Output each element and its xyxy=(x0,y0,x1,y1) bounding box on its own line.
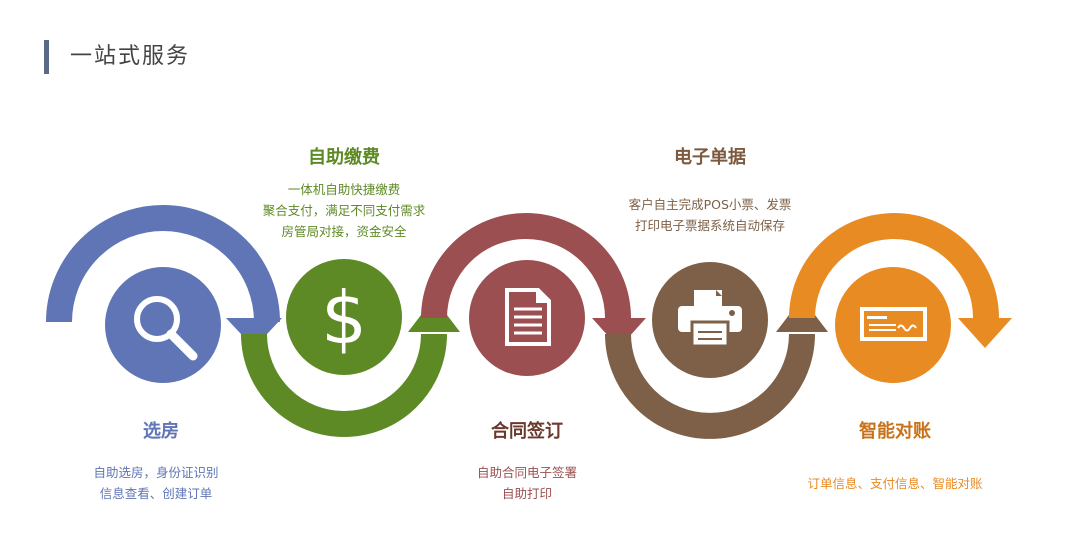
step-2-line-1: 一体机自助快捷缴费 xyxy=(287,182,401,197)
step-2-description: 一体机自助快捷缴费 聚合支付，满足不同支付需求 房管局对接，资金安全 xyxy=(224,179,464,242)
step-3-line-1: 自助合同电子签署 xyxy=(476,465,577,480)
step-1-description: 自助选房，身份证识别 信息查看、创建订单 xyxy=(36,462,276,504)
step-circle-1 xyxy=(105,267,221,383)
arc-arrow-3 xyxy=(421,213,646,348)
step-1-line-2: 信息查看、创建订单 xyxy=(99,486,213,501)
step-3-line-2: 自助打印 xyxy=(501,486,552,501)
step-1-line-1: 自助选房，身份证识别 xyxy=(93,465,219,480)
step-5-line-1: 订单信息、支付信息、智能对账 xyxy=(807,476,983,491)
step-circle-5 xyxy=(835,267,951,383)
printer-icon xyxy=(678,290,742,348)
step-3-title: 合同签订 xyxy=(491,421,563,442)
header-accent-bar xyxy=(44,40,49,74)
step-1-title: 选房 xyxy=(143,421,179,442)
step-circle-3 xyxy=(469,260,585,376)
step-5-title: 智能对账 xyxy=(859,421,931,442)
step-5-description: 订单信息、支付信息、智能对账 xyxy=(775,473,1015,494)
step-4-line-1: 客户自主完成POS小票、发票 xyxy=(628,197,792,212)
dollar-icon: $ xyxy=(321,276,367,360)
arc-arrow-1 xyxy=(46,205,282,348)
arc-arrow-5 xyxy=(789,213,1012,348)
page-title: 一站式服务 xyxy=(70,44,191,69)
step-2-title: 自助缴费 xyxy=(308,147,380,168)
document-icon xyxy=(505,288,551,346)
check-card-icon xyxy=(860,307,927,341)
step-2-line-3: 房管局对接，资金安全 xyxy=(281,224,407,239)
step-circle-2: $ xyxy=(286,259,402,375)
step-4-description: 客户自主完成POS小票、发票 打印电子票据系统自动保存 xyxy=(590,194,830,236)
step-4-title: 电子单据 xyxy=(674,147,746,168)
step-4-line-2: 打印电子票据系统自动保存 xyxy=(634,218,785,233)
step-3-description: 自助合同电子签署 自助打印 xyxy=(407,462,647,504)
step-2-line-2: 聚合支付，满足不同支付需求 xyxy=(262,203,426,218)
step-circle-4 xyxy=(652,262,768,378)
magnifier-icon xyxy=(134,296,198,361)
